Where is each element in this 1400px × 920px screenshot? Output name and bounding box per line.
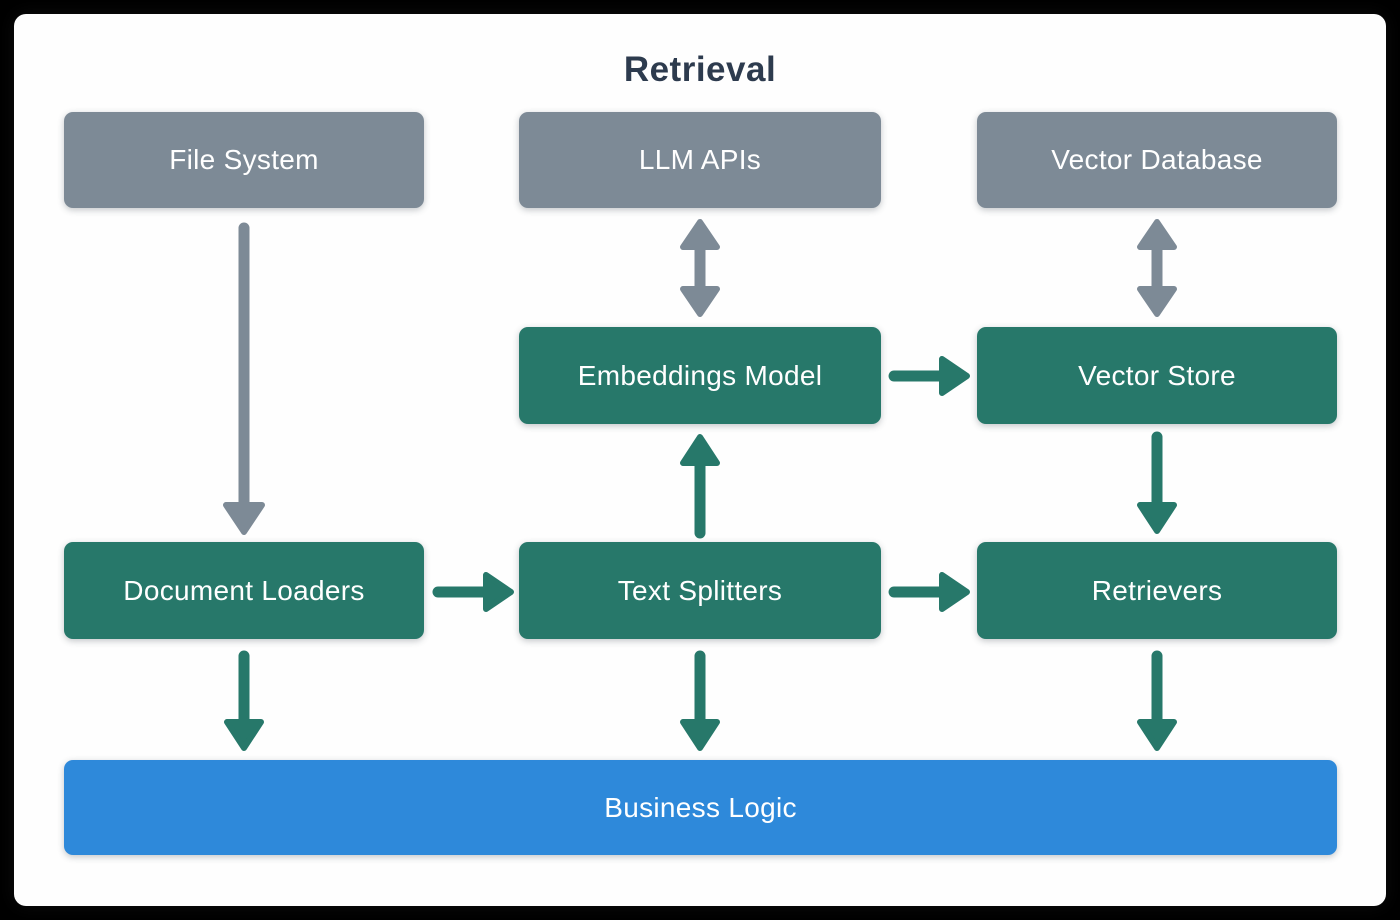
node-file-system-label: File System [169, 144, 319, 175]
node-vector-store: Vector Store [977, 327, 1337, 424]
node-retrievers-label: Retrievers [1091, 574, 1223, 606]
node-document-loaders: Document Loaders [64, 542, 424, 639]
node-business-logic: Business Logic [64, 760, 1337, 855]
node-text-splitters: Text Splitters [519, 542, 881, 639]
node-vector-database-label: Vector Database [1051, 144, 1263, 175]
node-embeddings-model: Embeddings Model [519, 327, 881, 424]
node-file-system: File System [64, 112, 424, 208]
node-llm-apis-label: LLM APIs [638, 144, 762, 175]
node-embeddings-model-label: Embeddings Model [577, 359, 823, 391]
node-llm-apis: LLM APIs [519, 112, 881, 208]
diagram-title: Retrieval [623, 50, 777, 89]
node-document-loaders-label: Document Loaders [123, 574, 365, 606]
node-business-logic-label: Business Logic [604, 791, 797, 823]
node-vector-store-label: Vector Store [1078, 359, 1236, 391]
node-vector-database: Vector Database [977, 112, 1337, 208]
node-text-splitters-label: Text Splitters [617, 574, 783, 606]
node-retrievers: Retrievers [977, 542, 1337, 639]
